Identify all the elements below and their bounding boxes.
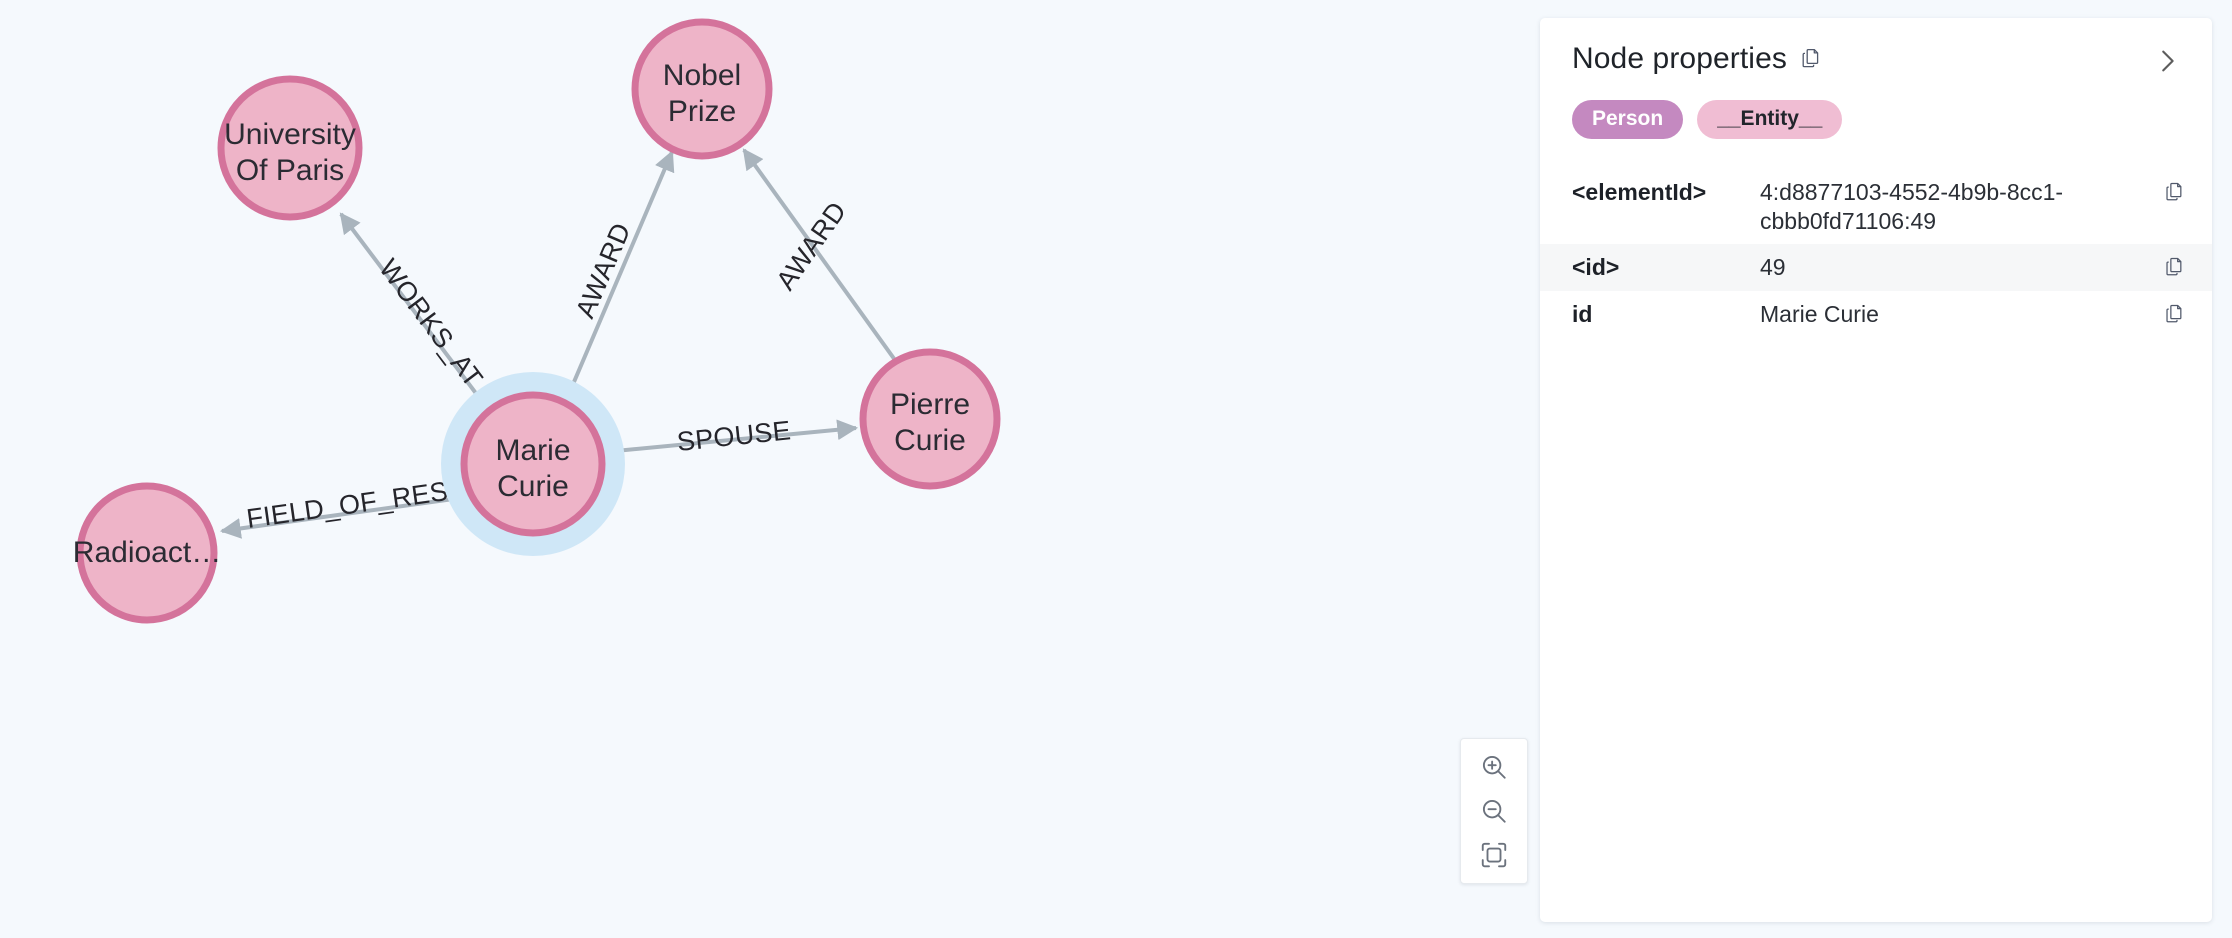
edge-label-works-at: WORKS_AT (373, 254, 488, 393)
property-key: <id> (1572, 254, 1620, 281)
table-row: id Marie Curie (1540, 291, 2212, 338)
page-title: Node properties (1572, 42, 1787, 75)
node-radioactivity[interactable]: Radioact… (73, 482, 221, 624)
collapse-panel-button[interactable] (2152, 44, 2184, 76)
zoom-out-icon (1482, 799, 1506, 823)
zoom-in-button[interactable] (1462, 745, 1526, 789)
node-nobel-prize[interactable]: Nobel Prize (631, 18, 773, 160)
copy-icon-glyph (2166, 304, 2182, 323)
panel-header: Node properties (1540, 18, 2212, 76)
property-key: id (1572, 300, 1593, 327)
property-value: 49 (1760, 254, 1786, 281)
table-row: <elementId> 4:d8877103-4552-4b9b-8cc1-cb… (1540, 169, 2212, 244)
edge-award-marie[interactable]: AWARD (566, 150, 675, 397)
fit-to-screen-button[interactable] (1462, 833, 1526, 877)
edge-label-spouse: SPOUSE (675, 415, 792, 457)
edge-award-pierre[interactable]: AWARD (742, 148, 897, 362)
copy-icon[interactable] (2163, 255, 2186, 278)
property-value: 4:d8877103-4552-4b9b-8cc1-cbbb0fd71106:4… (1760, 179, 2064, 234)
node-marie-curie[interactable]: Marie Curie (441, 372, 625, 556)
properties-table: <elementId> 4:d8877103-4552-4b9b-8cc1-cb… (1540, 169, 2212, 337)
edge-works-at[interactable]: WORKS_AT (339, 212, 489, 410)
node-pierre-curie[interactable]: Pierre Curie (859, 348, 1001, 490)
graph-svg[interactable]: WORKS_AT AWARD AWARD SPOUSE FIELD_OF_RES… (0, 0, 1538, 938)
copy-icon[interactable] (2163, 180, 2186, 203)
node-labels: Person __Entity__ (1540, 76, 2212, 140)
zoom-in-icon (1482, 755, 1506, 779)
fit-to-screen-icon (1481, 842, 1507, 868)
graph-canvas[interactable]: WORKS_AT AWARD AWARD SPOUSE FIELD_OF_RES… (0, 0, 1538, 938)
copy-icon[interactable] (2163, 302, 2186, 325)
property-value: Marie Curie (1760, 300, 1879, 327)
edge-label-award-marie: AWARD (570, 219, 637, 323)
node-properties-panel: Node properties Person __Entity__ <eleme… (1540, 18, 2212, 922)
chevron-right-icon (2162, 50, 2174, 72)
zoom-out-button[interactable] (1462, 789, 1526, 833)
label-chip-entity[interactable]: __Entity__ (1697, 100, 1843, 140)
property-key: <elementId> (1572, 179, 1707, 206)
zoom-controls (1460, 738, 1528, 884)
table-row: <id> 49 (1540, 244, 2212, 291)
edge-spouse[interactable]: SPOUSE (604, 415, 859, 457)
copy-icon-glyph (2166, 257, 2182, 276)
copy-icon-glyph (1802, 48, 1819, 68)
node-university-of-paris[interactable]: University Of Paris (217, 75, 363, 221)
copy-icon-glyph (2166, 182, 2182, 201)
label-chip-person[interactable]: Person (1572, 100, 1684, 140)
copy-icon[interactable] (1799, 46, 1823, 70)
